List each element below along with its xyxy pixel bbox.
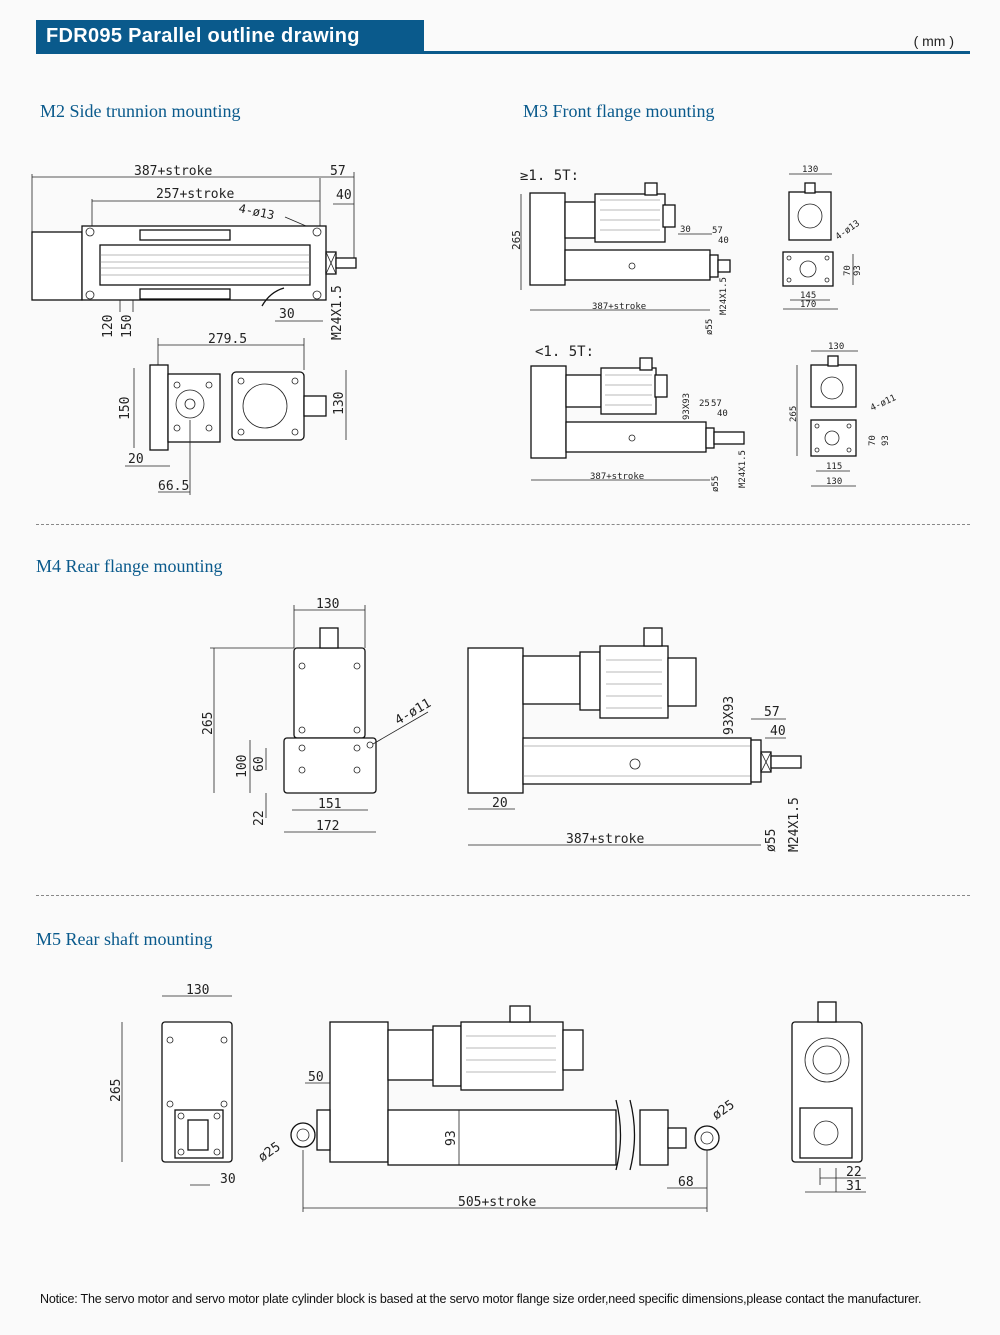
dim-100: 100 xyxy=(235,755,250,778)
dim-93x93: 93X93 xyxy=(682,393,692,420)
m3-heavy-end-view: 130 4-ø13 70 93 145 170 xyxy=(782,165,863,310)
dim-30: 30 xyxy=(279,307,295,322)
dim-55-b: ø55 xyxy=(705,319,715,335)
dim-93x93: 93X93 xyxy=(722,696,737,735)
dim-40-b: 40 xyxy=(718,236,729,246)
dim-57-c: 57 xyxy=(711,399,722,409)
section-divider xyxy=(36,524,970,525)
dim-40: 40 xyxy=(770,724,786,739)
dim-25-left: ø25 xyxy=(256,1140,284,1166)
dim-m24-c: M24X1.5 xyxy=(738,450,748,488)
dim-172: 172 xyxy=(316,819,339,834)
dim-55-c: ø55 xyxy=(711,476,721,492)
m5-rear-view: 22 31 xyxy=(791,1001,866,1194)
dim-387-stroke-c: 387+stroke xyxy=(590,472,644,482)
section-title-m2: M2 Side trunnion mounting xyxy=(40,101,241,121)
m3-heavy-side-view: ≥1. 5T: 265 30 57 40 387+stroke ø55 M24X… xyxy=(510,168,731,335)
section-divider xyxy=(36,895,970,896)
dim-m24x1-5: M24X1.5 xyxy=(330,285,345,340)
dim-31: 31 xyxy=(846,1179,862,1194)
dim-4-11-c: 4-ø11 xyxy=(869,393,898,414)
dim-22: 22 xyxy=(846,1165,862,1180)
m3-light-side-view: <1. 5T: 93X93 25 57 40 387+stroke ø55 M2… xyxy=(530,344,748,492)
dim-387-stroke: 387+stroke xyxy=(566,832,644,847)
dim-387-stroke-b: 387+stroke xyxy=(592,302,646,312)
unit-label: ( mm ) xyxy=(913,33,954,49)
dim-265: 265 xyxy=(109,1079,124,1102)
dim-68: 68 xyxy=(678,1175,694,1190)
dim-387-stroke: 387+stroke xyxy=(134,164,212,179)
dim-93-c: 93 xyxy=(881,435,891,446)
dim-25-right: ø25 xyxy=(710,1098,738,1124)
dim-4-13: 4-ø13 xyxy=(237,201,275,222)
label-lt-1-5t: <1. 5T: xyxy=(535,344,594,360)
dim-145: 145 xyxy=(800,291,816,301)
dim-70-b: 70 xyxy=(843,265,853,276)
dim-57-b: 57 xyxy=(712,226,723,236)
dim-130: 130 xyxy=(316,597,339,612)
dim-25: 25 xyxy=(699,399,710,409)
dim-30: 30 xyxy=(220,1172,236,1187)
dim-70-c: 70 xyxy=(868,435,878,446)
dim-50: 50 xyxy=(308,1070,324,1085)
dim-130: 130 xyxy=(186,983,209,998)
dim-66-5: 66.5 xyxy=(158,479,189,494)
dim-93-b: 93 xyxy=(853,265,863,276)
dim-20: 20 xyxy=(492,796,508,811)
dim-55: ø55 xyxy=(764,829,779,852)
header-rule xyxy=(36,51,970,54)
page-title: FDR095 Parallel outline drawing xyxy=(36,20,424,52)
dim-20: 20 xyxy=(128,452,144,467)
dim-60: 60 xyxy=(252,756,267,772)
section-title-m4: M4 Rear flange mounting xyxy=(36,556,223,576)
dim-130-b: 130 xyxy=(802,165,818,175)
dim-150: 150 xyxy=(120,315,135,338)
dim-4-11: 4-ø11 xyxy=(393,696,434,729)
m5-side-view: 50 ø25 93 ø25 68 505+stroke xyxy=(256,1005,738,1212)
dim-130-c: 130 xyxy=(828,342,844,352)
m3-light-end-view: 130 265 4-ø11 70 93 115 130 xyxy=(789,342,898,487)
section-title-m5: M5 Rear shaft mounting xyxy=(36,929,213,949)
section-title-m3: M3 Front flange mounting xyxy=(523,101,715,121)
dim-257-stroke: 257+stroke xyxy=(156,187,234,202)
dim-130: 130 xyxy=(332,392,347,415)
m4-side-view: 93X93 57 40 20 387+stroke ø55 M24X1.5 xyxy=(467,627,802,852)
dim-m24x1-5: M24X1.5 xyxy=(787,797,802,852)
dim-265: 265 xyxy=(510,230,523,250)
m5-end-view: 130 265 30 xyxy=(109,983,236,1187)
dim-120: 120 xyxy=(101,315,116,338)
dim-40: 40 xyxy=(336,188,352,203)
dim-279-5: 279.5 xyxy=(208,332,247,347)
m2-top-view: 279.5 150 130 20 66.5 xyxy=(118,332,347,495)
dim-4-13-b: 4-ø13 xyxy=(834,219,862,243)
dim-265: 265 xyxy=(201,712,216,735)
dim-265-c: 265 xyxy=(789,406,799,422)
m2-side-view: 387+stroke 57 257+stroke 40 4-ø13 120 15… xyxy=(31,164,357,340)
dim-57: 57 xyxy=(330,164,346,179)
dim-150-top: 150 xyxy=(118,397,133,420)
m4-end-view: 130 265 4-ø11 100 60 22 151 172 xyxy=(201,597,434,834)
notice-text: Notice: The servo motor and servo motor … xyxy=(40,1292,922,1306)
label-ge-1-5t: ≥1. 5T: xyxy=(520,168,579,184)
dim-m24-b: M24X1.5 xyxy=(719,277,729,315)
dim-40-c: 40 xyxy=(717,409,728,419)
dim-130-d: 130 xyxy=(826,477,842,487)
dim-30-b: 30 xyxy=(680,225,691,235)
dim-151: 151 xyxy=(318,797,341,812)
dim-170: 170 xyxy=(800,300,816,310)
dim-505-stroke: 505+stroke xyxy=(458,1195,536,1210)
dim-57: 57 xyxy=(764,705,780,720)
dim-22: 22 xyxy=(252,810,267,826)
dim-93: 93 xyxy=(444,1130,459,1146)
dim-115: 115 xyxy=(826,462,842,472)
